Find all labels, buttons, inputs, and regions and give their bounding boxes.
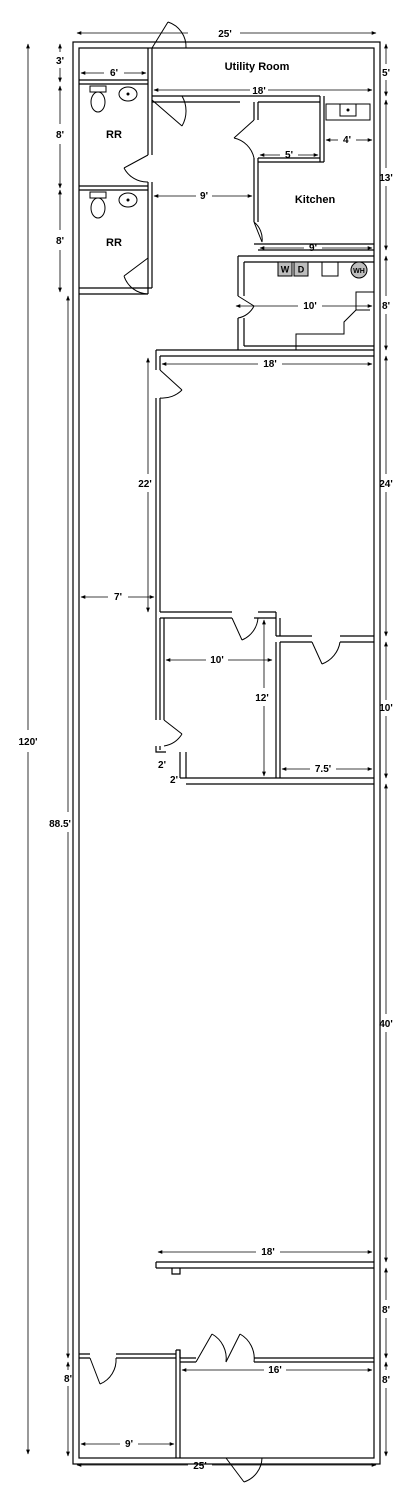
dim-lower-right: 8': [382, 1305, 390, 1316]
dim-sink-width: 4': [343, 135, 351, 146]
dim-rr2-height: 8': [56, 236, 64, 247]
dim-top-width: 25': [218, 29, 232, 40]
counter-icon: [295, 291, 374, 350]
washer-label: W: [281, 265, 290, 275]
room-label-kitchen: Kitchen: [295, 194, 336, 206]
dim-laundry-height: 8': [382, 301, 390, 312]
water-heater-label: WH: [353, 268, 365, 275]
toilet-icon: [89, 191, 107, 219]
doors: [89, 21, 341, 1483]
dim-rear-left-width: 9': [125, 1439, 133, 1450]
dim-kitchen-width: 9': [309, 243, 317, 254]
dim-room-a-depth: 12': [255, 693, 269, 704]
utility-sink-icon: [321, 261, 339, 277]
sink-icon: [118, 86, 138, 102]
dim-utility-right: 5': [382, 68, 390, 79]
dim-bottom-width: 25': [193, 1461, 207, 1472]
dryer-label: D: [298, 265, 305, 275]
dim-office-depth: 22': [138, 479, 152, 490]
dim-room-a-width: 10': [210, 655, 224, 666]
dim-office-width: 18': [263, 359, 277, 370]
dim-rear-width: 16': [268, 1365, 282, 1376]
dim-room-b-height: 10': [379, 703, 393, 714]
dim-rear-right: 8': [382, 1375, 390, 1386]
dim-step-b: 2': [170, 775, 178, 786]
kitchen-sink-icon: [325, 103, 371, 121]
dim-total-length: 120': [18, 737, 37, 748]
dryer-icon: D: [293, 261, 309, 277]
fixtures: W D WH: [89, 85, 374, 350]
dim-open-area: 40': [379, 1019, 393, 1030]
water-heater-icon: WH: [350, 261, 368, 279]
dim-office-right: 24': [379, 479, 393, 490]
room-labels: Utility Room RR RR Kitchen: [106, 61, 335, 249]
dim-rear-left: 8': [64, 1374, 72, 1385]
dim-room-b-width: 7.5': [315, 764, 331, 775]
dim-hall-width: 9': [200, 191, 208, 202]
dim-utility-length: 18': [252, 86, 266, 97]
dim-lower-width: 18': [261, 1247, 275, 1258]
interior-walls: [79, 48, 374, 1458]
dimension-labels: 25' 25' 120' 88.5' 3' 5' 6' 18' 8' 8' 5'…: [18, 29, 392, 1472]
toilet-icon: [89, 85, 107, 113]
room-label-utility: Utility Room: [225, 61, 290, 73]
exterior-walls: [72, 41, 381, 1465]
washer-icon: W: [277, 261, 293, 277]
dim-closet-width: 5': [285, 150, 293, 161]
dim-kitchen-height: 13': [379, 173, 393, 184]
dim-utility-height: 3': [56, 56, 64, 67]
room-label-rr1: RR: [106, 129, 122, 141]
dim-laundry-width: 10': [303, 301, 317, 312]
dim-left-run: 88.5': [49, 819, 71, 830]
dim-corridor-width: 7': [114, 592, 122, 603]
dim-rr-width: 6': [110, 68, 118, 79]
dim-rr1-height: 8': [56, 130, 64, 141]
room-label-rr2: RR: [106, 237, 122, 249]
dimension-lines: [26, 31, 388, 1467]
sink-icon: [118, 192, 138, 208]
dim-step-a: 2': [158, 760, 166, 771]
